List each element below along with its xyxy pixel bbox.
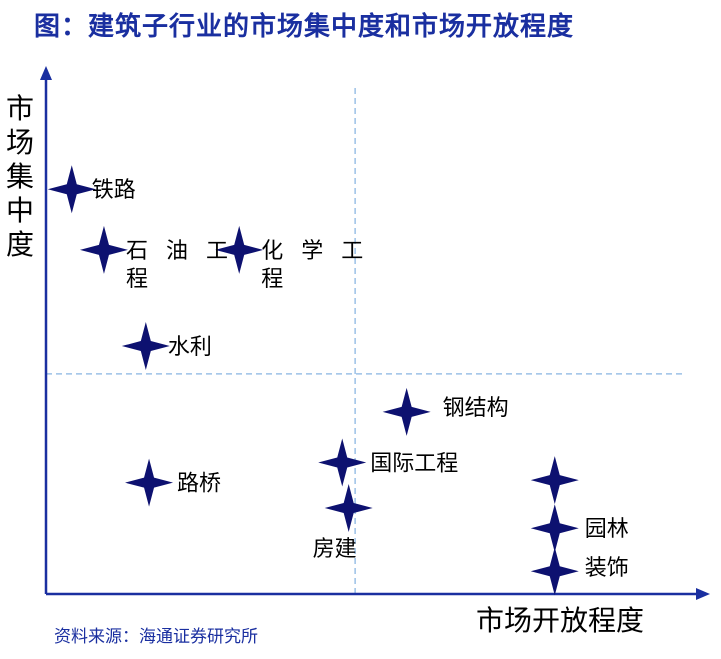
data-point-marker <box>215 225 264 274</box>
point-label: 房建 <box>313 537 357 562</box>
y-axis-title: 市场集中度 <box>6 92 34 261</box>
point-label: 园林 <box>585 517 629 542</box>
point-label: 装饰 <box>585 556 629 581</box>
x-axis-title: 市场开放程度 <box>476 604 644 637</box>
data-markers <box>47 165 579 596</box>
point-label: 水利 <box>168 335 212 360</box>
chart-title: 图：建筑子行业的市场集中度和市场开放程度 <box>34 12 575 42</box>
source-note: 资料来源：海通证券研究所 <box>54 627 258 647</box>
data-point-marker <box>530 504 579 553</box>
y-axis-arrow <box>40 66 52 80</box>
data-point-marker <box>79 225 128 274</box>
point-label: 钢结构 <box>443 396 509 421</box>
data-point-marker <box>324 483 373 532</box>
data-point-marker <box>382 387 431 436</box>
data-point-marker <box>530 456 579 505</box>
data-point-marker <box>125 458 174 507</box>
data-point-marker <box>318 438 367 487</box>
data-point-marker <box>121 322 170 371</box>
point-label: 国际工程 <box>370 451 458 476</box>
data-point-marker <box>47 165 96 214</box>
x-axis-arrow <box>696 588 710 600</box>
point-label: 化学工程 <box>261 239 363 292</box>
point-labels: 铁路石油工程化学工程水利钢结构国际工程路桥房建 园林装饰 <box>92 178 629 581</box>
point-label: 铁路 <box>92 178 136 203</box>
point-label: 石油工程 <box>126 239 228 292</box>
axes <box>40 66 710 600</box>
data-point-marker <box>530 547 579 596</box>
point-label: 路桥 <box>177 472 221 497</box>
